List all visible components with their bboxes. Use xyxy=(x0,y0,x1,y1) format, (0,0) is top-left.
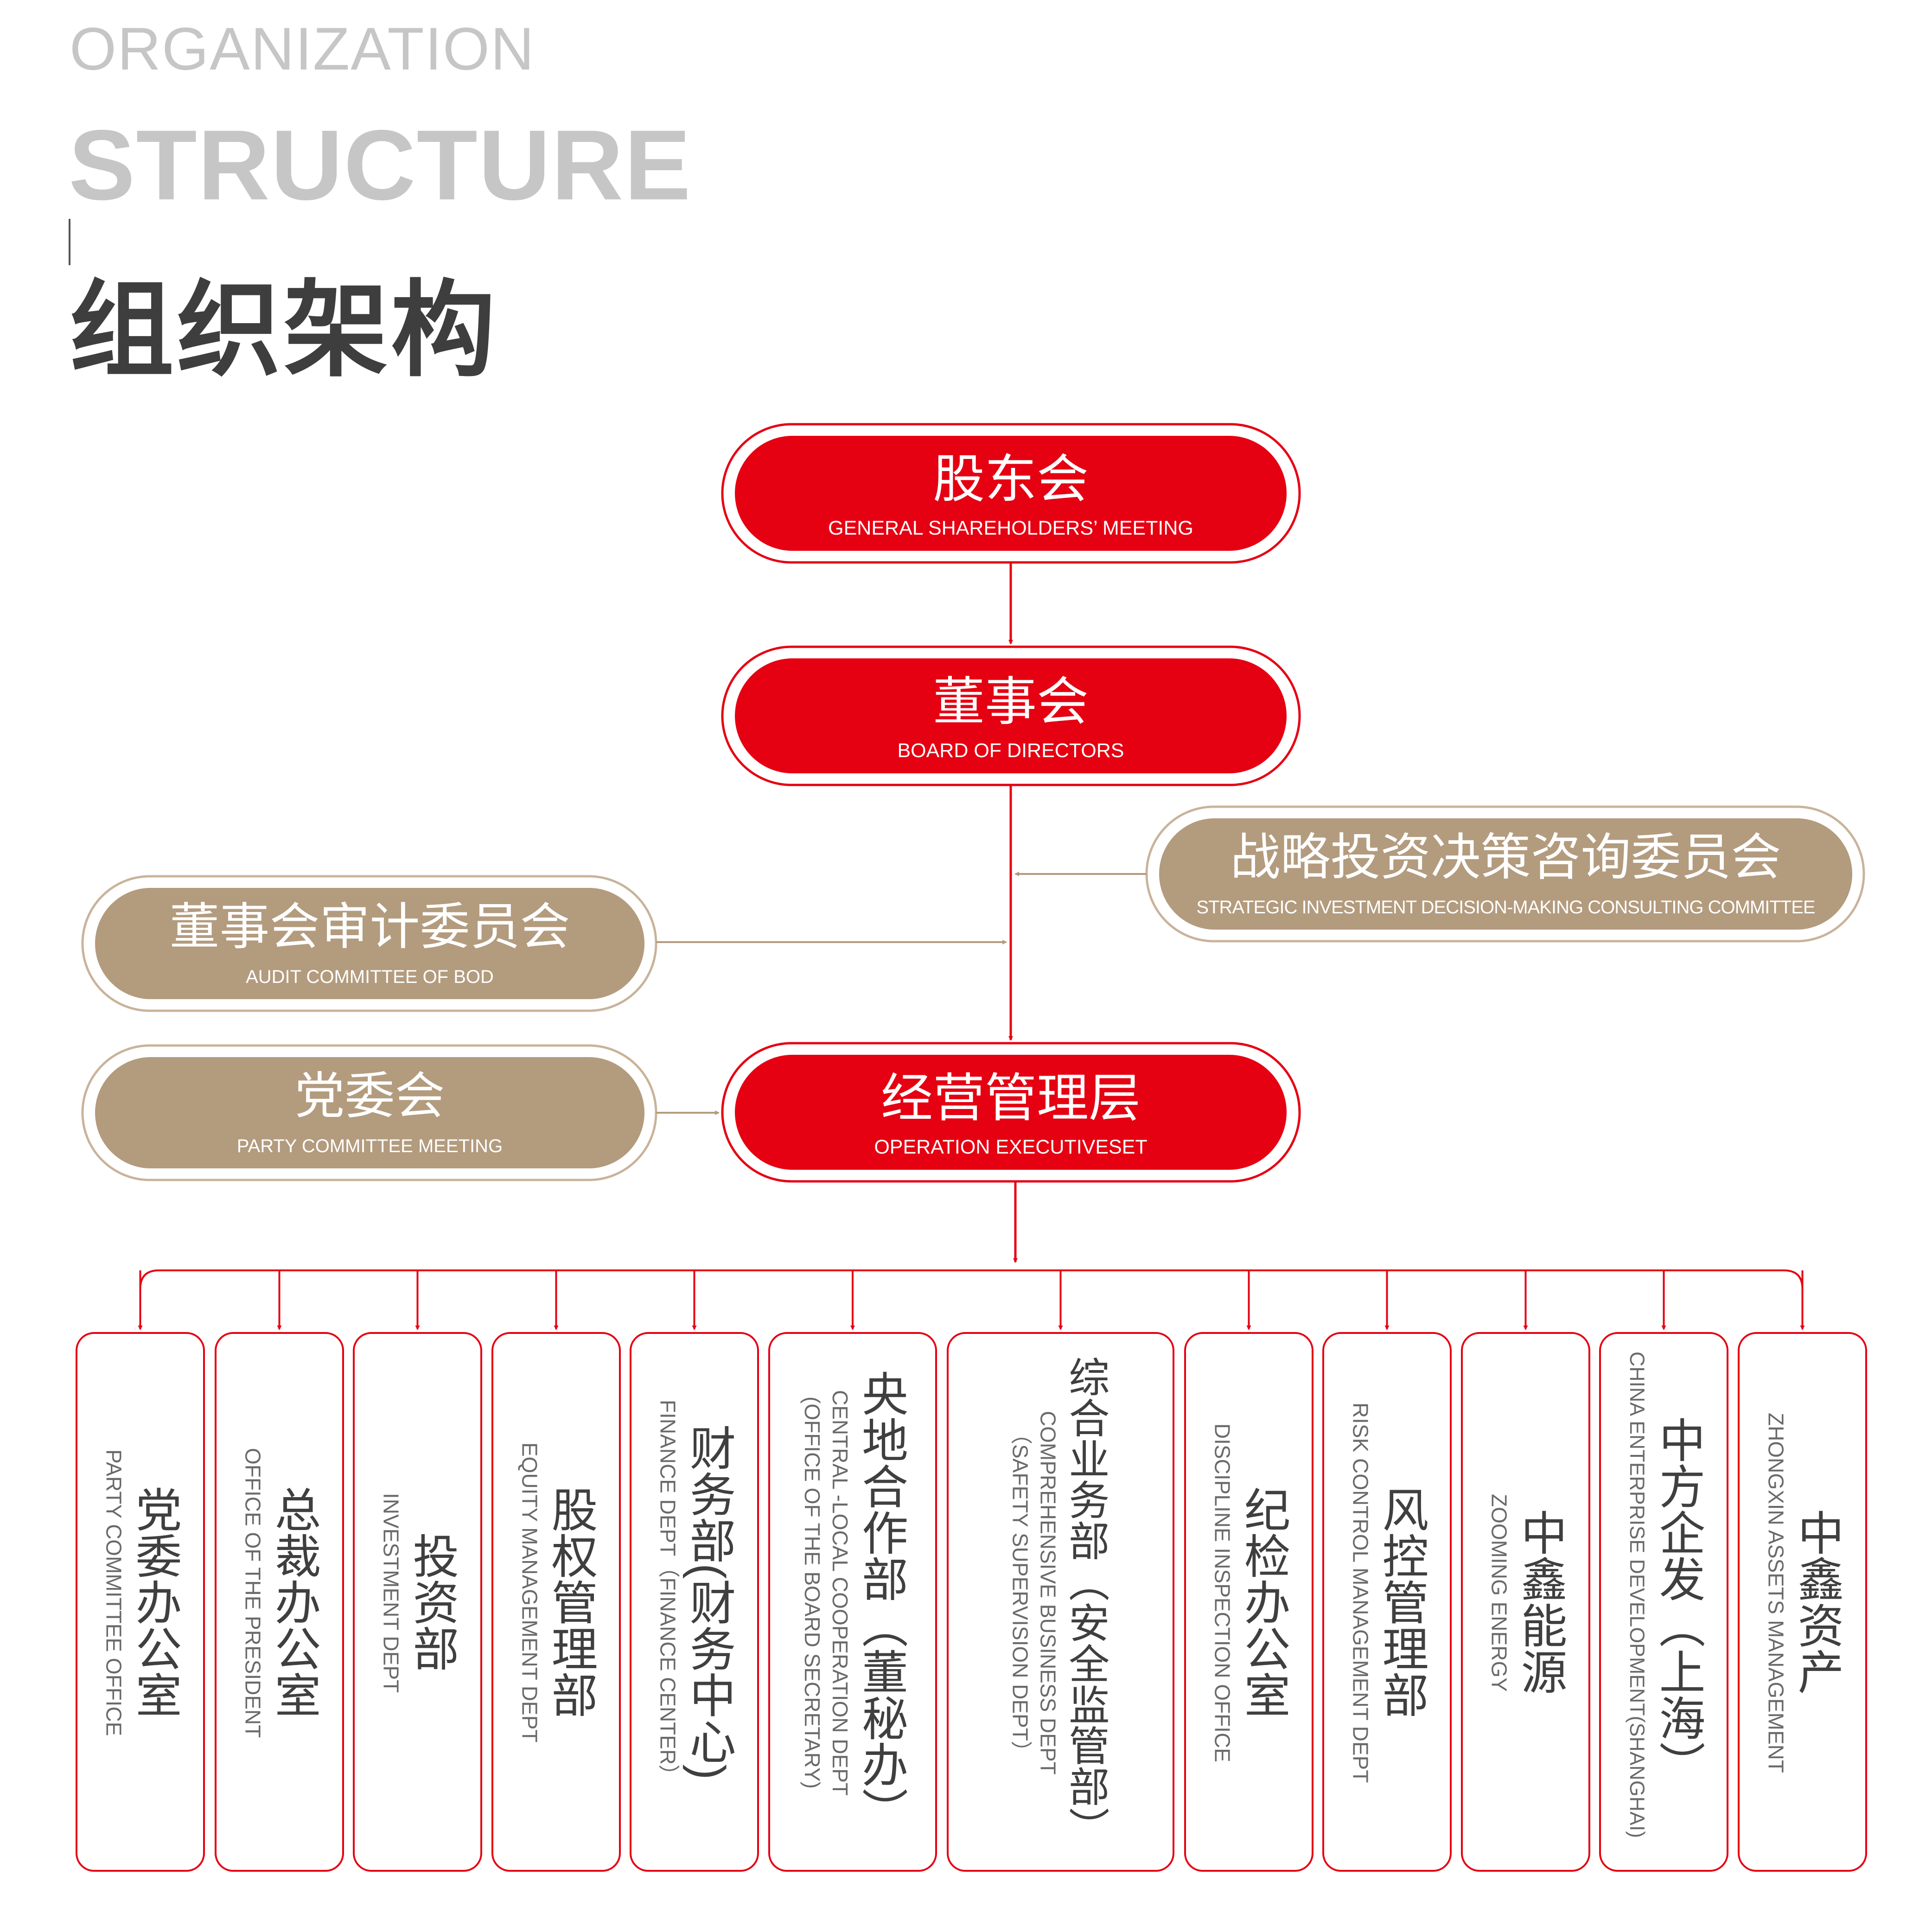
dept-zh: 综合业务部（安全监管部） xyxy=(1063,1356,1109,1848)
department-frame xyxy=(491,1332,621,1872)
dept-en-1: RISK CONTROL MANAGEMENT DEPT xyxy=(1348,1403,1373,1783)
dept-en-1: CHINA ENTERPRISE DEVELOPMENT(SHANGHAI) xyxy=(1626,1352,1649,1838)
dept-zh: 党委办公室 xyxy=(128,1486,180,1718)
dept-en-1: OFFICE OF THE PRESIDENT xyxy=(241,1447,265,1738)
dept-central-local: 央地合作部（董秘办） CENTRAL -LOCAL COOPERATION DE… xyxy=(769,1333,936,1871)
node-party-text: 党委会 PARTY COMMITTEE MEETING xyxy=(95,1057,644,1168)
department-frame xyxy=(1322,1332,1452,1872)
node-board-en: BOARD OF DIRECTORS xyxy=(897,740,1124,762)
header-divider xyxy=(69,219,70,265)
department-frame xyxy=(76,1332,205,1872)
dept-finance: 财务部(财务中心) FINANCE DEPT（FINANCE CENTER） xyxy=(631,1333,758,1871)
node-audit-text: 董事会审计委员会 AUDIT COMMITTEE OF BOD xyxy=(95,888,644,999)
department-frames xyxy=(76,1332,1867,1872)
department-frame xyxy=(353,1332,482,1872)
page-title: 组织架构 xyxy=(70,272,498,389)
dept-en-1: INVESTMENT DEPT xyxy=(379,1492,403,1693)
department-frame xyxy=(1599,1332,1728,1872)
dept-zh: 股权管理部 xyxy=(544,1486,596,1718)
dept-china-enterprise: 中方企发（上海） CHINA ENTERPRISE DEVELOPMENT(SH… xyxy=(1600,1333,1728,1871)
node-executive-text: 经营管理层 OPERATION EXECUTIVESET xyxy=(735,1055,1287,1170)
node-shareholders-zh: 股东会 xyxy=(933,450,1089,508)
node-executive-en: OPERATION EXECUTIVESET xyxy=(874,1136,1148,1158)
dept-zh: 中鑫资产 xyxy=(1791,1509,1843,1695)
department-frame xyxy=(1184,1332,1314,1872)
dept-zh: 中方企发（上海） xyxy=(1652,1416,1704,1787)
header-structure: STRUCTURE xyxy=(69,109,692,221)
dept-zhongxin-assets: 中鑫资产 ZHONGXIN ASSETS MANAGEMENT xyxy=(1739,1333,1866,1871)
dept-en-1: PARTY COMMITTEE OFFICE xyxy=(102,1449,126,1736)
dept-en-1: COMPREHENSIVE BUSINESS DEPT xyxy=(1036,1410,1060,1775)
dept-zh: 风控管理部 xyxy=(1375,1486,1427,1718)
node-strategic-zh: 战略投资决策咨询委员会 xyxy=(1230,829,1781,885)
dept-zh: 央地合作部（董秘办） xyxy=(854,1370,907,1834)
dept-en-1: DISCIPLINE INSPECTION OFFICE xyxy=(1210,1423,1235,1762)
dept-discipline: 纪检办公室 DISCIPLINE INSPECTION OFFICE xyxy=(1185,1333,1313,1871)
dept-en-2: （SAFETY SUPERVISION DEPT） xyxy=(1008,1423,1033,1762)
node-audit xyxy=(81,875,657,1012)
dept-en-1: ZHONGXIN ASSETS MANAGEMENT xyxy=(1764,1412,1788,1773)
department-bus xyxy=(139,1269,1804,1289)
dept-zh: 总裁办公室 xyxy=(268,1486,319,1718)
dept-en-1: EQUITY MANAGEMENT DEPT xyxy=(517,1442,542,1743)
node-shareholders-en: GENERAL SHAREHOLDERS’ MEETING xyxy=(828,517,1193,539)
dept-risk-control: 风控管理部 RISK CONTROL MANAGEMENT DEPT xyxy=(1323,1333,1451,1871)
node-executive xyxy=(721,1042,1301,1183)
dept-equity: 股权管理部 EQUITY MANAGEMENT DEPT xyxy=(492,1333,620,1871)
node-board-text: 董事会 BOARD OF DIRECTORS xyxy=(735,658,1287,773)
department-frame xyxy=(768,1332,937,1872)
dept-president-office: 总裁办公室 OFFICE OF THE PRESIDENT xyxy=(216,1333,343,1871)
dept-en-1: CENTRAL -LOCAL COOPERATION DEPT xyxy=(828,1390,853,1796)
node-party xyxy=(81,1044,657,1181)
node-shareholders xyxy=(721,423,1301,564)
dept-zooming-energy: 中鑫能源 ZOOMING ENERGY xyxy=(1462,1333,1589,1871)
dept-zh: 投资部 xyxy=(406,1532,458,1671)
node-strategic xyxy=(1145,805,1865,943)
node-audit-zh: 董事会审计委员会 xyxy=(169,899,570,955)
header-organization: ORGANIZATION xyxy=(70,15,535,83)
node-executive-zh: 经营管理层 xyxy=(881,1069,1141,1127)
node-party-en: PARTY COMMITTEE MEETING xyxy=(236,1136,503,1156)
dept-zh: 纪检办公室 xyxy=(1237,1486,1289,1718)
node-board-zh: 董事会 xyxy=(933,673,1089,731)
dept-comprehensive: 综合业务部（安全监管部） COMPREHENSIVE BUSINESS DEPT… xyxy=(948,1333,1173,1871)
dept-en-1: ZOOMING ENERGY xyxy=(1487,1493,1511,1692)
department-frame xyxy=(1738,1332,1867,1872)
department-frame xyxy=(1461,1332,1590,1872)
department-frame xyxy=(947,1332,1174,1872)
node-strategic-text: 战略投资决策咨询委员会 STRATEGIC INVESTMENT DECISIO… xyxy=(1159,818,1852,930)
dept-zh: 中鑫能源 xyxy=(1514,1509,1566,1695)
department-frame xyxy=(630,1332,759,1872)
dept-en-2: (OFFICE OF THE BOARD SECRETARY) xyxy=(800,1396,825,1789)
dept-zh: 财务部(财务中心) xyxy=(682,1424,734,1780)
dept-investment: 投资部 INVESTMENT DEPT xyxy=(354,1333,481,1871)
node-board xyxy=(721,645,1301,786)
node-shareholders-text: 股东会 GENERAL SHAREHOLDERS’ MEETING xyxy=(735,436,1287,551)
node-strategic-en: STRATEGIC INVESTMENT DECISION-MAKING CON… xyxy=(1196,897,1815,918)
node-party-zh: 党委会 xyxy=(294,1068,445,1124)
department-frame xyxy=(215,1332,344,1872)
dept-party-office: 党委办公室 PARTY COMMITTEE OFFICE xyxy=(77,1333,204,1871)
dept-en-1: FINANCE DEPT（FINANCE CENTER） xyxy=(656,1399,680,1786)
department-connectors xyxy=(138,1269,1805,1330)
node-audit-en: AUDIT COMMITTEE OF BOD xyxy=(246,967,494,987)
